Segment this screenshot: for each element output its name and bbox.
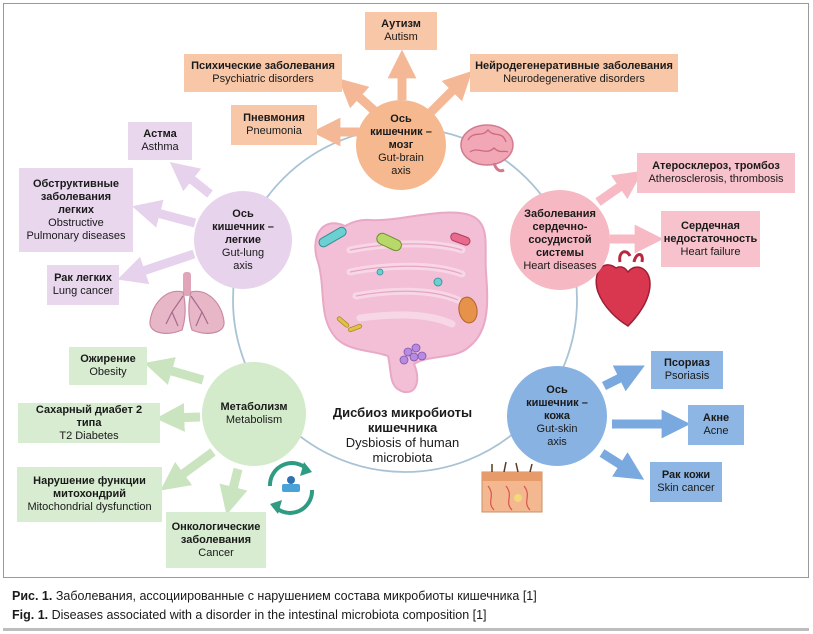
diagram-canvas	[117, 49, 691, 515]
node-gut-lung: Ось кишечник – легкие Gut-lung axis	[194, 191, 292, 289]
center-title: Дисбиоз микробиоты кишечника Dysbiosis o…	[320, 405, 485, 465]
box-mito-en: Mitochondrial dysfunction	[27, 501, 152, 513]
heart-arrows	[595, 170, 664, 254]
box-neuro-ru: Нейродегенеративные заболевания	[475, 60, 673, 72]
metabolism-arrows	[144, 357, 248, 515]
node-gut-brain: Ось кишечник – мозг Gut-brain axis	[356, 100, 446, 190]
box-diabetes-ru: Сахарный диабет 2 типа	[35, 403, 143, 429]
box-pneumonia-ru: Пневмония	[243, 112, 305, 124]
box-heart-failure-en: Heart failure	[680, 245, 741, 258]
box-psychiatric-ru: Психические заболевания	[191, 60, 335, 72]
box-copd-ru: Обструктивные заболевания легких	[33, 177, 119, 216]
box-lung-cancer: Рак легких Lung cancer	[47, 265, 119, 305]
box-cancer-ru: Онкологические заболевания	[171, 520, 261, 546]
arrow-to-cancer	[219, 467, 248, 515]
node-heart-en: Heart diseases	[523, 259, 597, 272]
caption-en-label: Fig. 1.	[12, 608, 49, 622]
box-copd-en: Obstructive Pulmonary diseases	[26, 216, 126, 242]
figure-frame	[3, 3, 809, 578]
box-neuro-en: Neurodegenerative disorders	[503, 73, 645, 85]
box-mito: Нарушение функции митохондрий Mitochondr…	[17, 467, 162, 522]
box-diabetes: Сахарный диабет 2 типа T2 Diabetes	[18, 403, 160, 443]
box-psychiatric: Психические заболевания Psychiatric diso…	[184, 54, 342, 92]
box-athero: Атеросклероз, тромбоз Atherosclerosis, t…	[637, 153, 795, 193]
bottom-rule	[3, 628, 809, 631]
box-obesity-ru: Ожирение	[80, 353, 136, 365]
arrow-to-neuro	[426, 70, 473, 117]
arrow-to-asthma	[169, 162, 213, 198]
box-asthma-ru: Астма	[143, 128, 177, 140]
box-pneumonia-en: Pneumonia	[246, 125, 302, 137]
lung-arrows	[117, 162, 213, 285]
lungs-icon	[149, 272, 225, 334]
box-obesity: Ожирение Obesity	[69, 347, 147, 385]
arrow-to-obesity	[144, 357, 205, 385]
caption-en: Fig. 1. Diseases associated with a disor…	[12, 606, 537, 625]
center-title-en: Dysbiosis of human microbiota	[345, 435, 460, 465]
box-psoriasis-en: Psoriasis	[664, 370, 710, 382]
box-autism-en: Autism	[384, 31, 418, 43]
box-skin-cancer: Рак кожи Skin cancer	[650, 462, 722, 502]
caption-ru-label: Рис. 1.	[12, 589, 53, 603]
box-cancer-en: Cancer	[198, 546, 234, 559]
box-athero-en: Atherosclerosis, thrombosis	[648, 173, 784, 185]
box-pneumonia: Пневмония Pneumonia	[231, 105, 317, 145]
heart-icon	[595, 250, 651, 327]
arrow-to-athero	[595, 170, 643, 206]
brain-icon	[460, 124, 514, 173]
box-copd: Обструктивные заболевания легких Obstruc…	[19, 168, 133, 252]
node-gut-lung-ru: Ось кишечник – легкие	[212, 207, 274, 246]
node-metabolism-en: Metabolism	[225, 414, 283, 426]
caption-ru-text: Заболевания, ассоциированные с нарушение…	[52, 589, 537, 603]
node-metabolism: Метаболизм Metabolism	[202, 362, 306, 466]
box-skin-cancer-ru: Рак кожи	[661, 469, 711, 481]
box-diabetes-en: T2 Diabetes	[59, 429, 119, 442]
box-skin-cancer-en: Skin cancer	[657, 482, 715, 494]
box-acne: Акне Acne	[688, 405, 744, 445]
arrow-to-diabetes	[155, 403, 201, 432]
arrow-to-copd	[132, 199, 197, 228]
skin-icon	[481, 461, 543, 513]
node-gut-brain-en: Gut-brain axis	[378, 151, 424, 177]
node-gut-lung-en: Gut-lung axis	[221, 246, 265, 272]
caption-ru: Рис. 1. Заболевания, ассоциированные с н…	[12, 587, 537, 606]
arrow-to-mito	[160, 448, 216, 491]
box-athero-ru: Атеросклероз, тромбоз	[652, 160, 780, 172]
box-lung-cancer-en: Lung cancer	[52, 285, 114, 297]
node-gut-brain-ru: Ось кишечник – мозг	[370, 112, 432, 151]
box-neuro: Нейродегенеративные заболевания Neurodeg…	[470, 54, 678, 92]
box-acne-ru: Акне	[702, 412, 730, 424]
node-heart-ru: Заболевания сердечно- сосудистой системы	[524, 207, 596, 259]
box-autism-ru: Аутизм	[381, 18, 421, 30]
box-obesity-en: Obesity	[89, 366, 127, 378]
recycle-icon	[267, 461, 315, 515]
arrow-to-lung-cancer	[117, 249, 196, 285]
box-psoriasis: Псориаз Psoriasis	[651, 351, 723, 389]
box-asthma-en: Asthma	[141, 141, 179, 153]
center-title-ru: Дисбиоз микробиоты кишечника	[332, 405, 473, 435]
caption-en-text: Diseases associated with a disorder in t…	[48, 608, 487, 622]
box-acne-en: Acne	[703, 425, 729, 437]
box-autism: Аутизм Autism	[365, 12, 437, 50]
box-heart-failure: Сердечная недостаточность Heart failure	[661, 211, 760, 267]
box-psoriasis-ru: Псориаз	[664, 357, 710, 369]
node-gut-skin-en: Gut-skin axis	[536, 422, 578, 448]
figure-caption: Рис. 1. Заболевания, ассоциированные с н…	[12, 587, 537, 625]
node-gut-skin: Ось кишечник – кожа Gut-skin axis	[507, 366, 607, 466]
node-heart: Заболевания сердечно- сосудистой системы…	[510, 190, 610, 290]
box-heart-failure-ru: Сердечная недостаточность	[663, 219, 758, 245]
box-mito-ru: Нарушение функции митохондрий	[33, 475, 146, 500]
box-asthma: Астма Asthma	[128, 122, 192, 160]
box-lung-cancer-ru: Рак легких	[54, 272, 112, 284]
intestine-icon	[314, 211, 489, 394]
arrow-to-skin-cancer	[599, 449, 645, 480]
arrow-to-psoriasis	[601, 365, 645, 392]
node-metabolism-ru: Метаболизм	[220, 401, 288, 413]
box-cancer: Онкологические заболевания Cancer	[166, 512, 266, 568]
node-gut-skin-ru: Ось кишечник – кожа	[526, 383, 588, 422]
skin-arrows	[599, 365, 691, 480]
box-psychiatric-en: Psychiatric disorders	[212, 73, 314, 85]
